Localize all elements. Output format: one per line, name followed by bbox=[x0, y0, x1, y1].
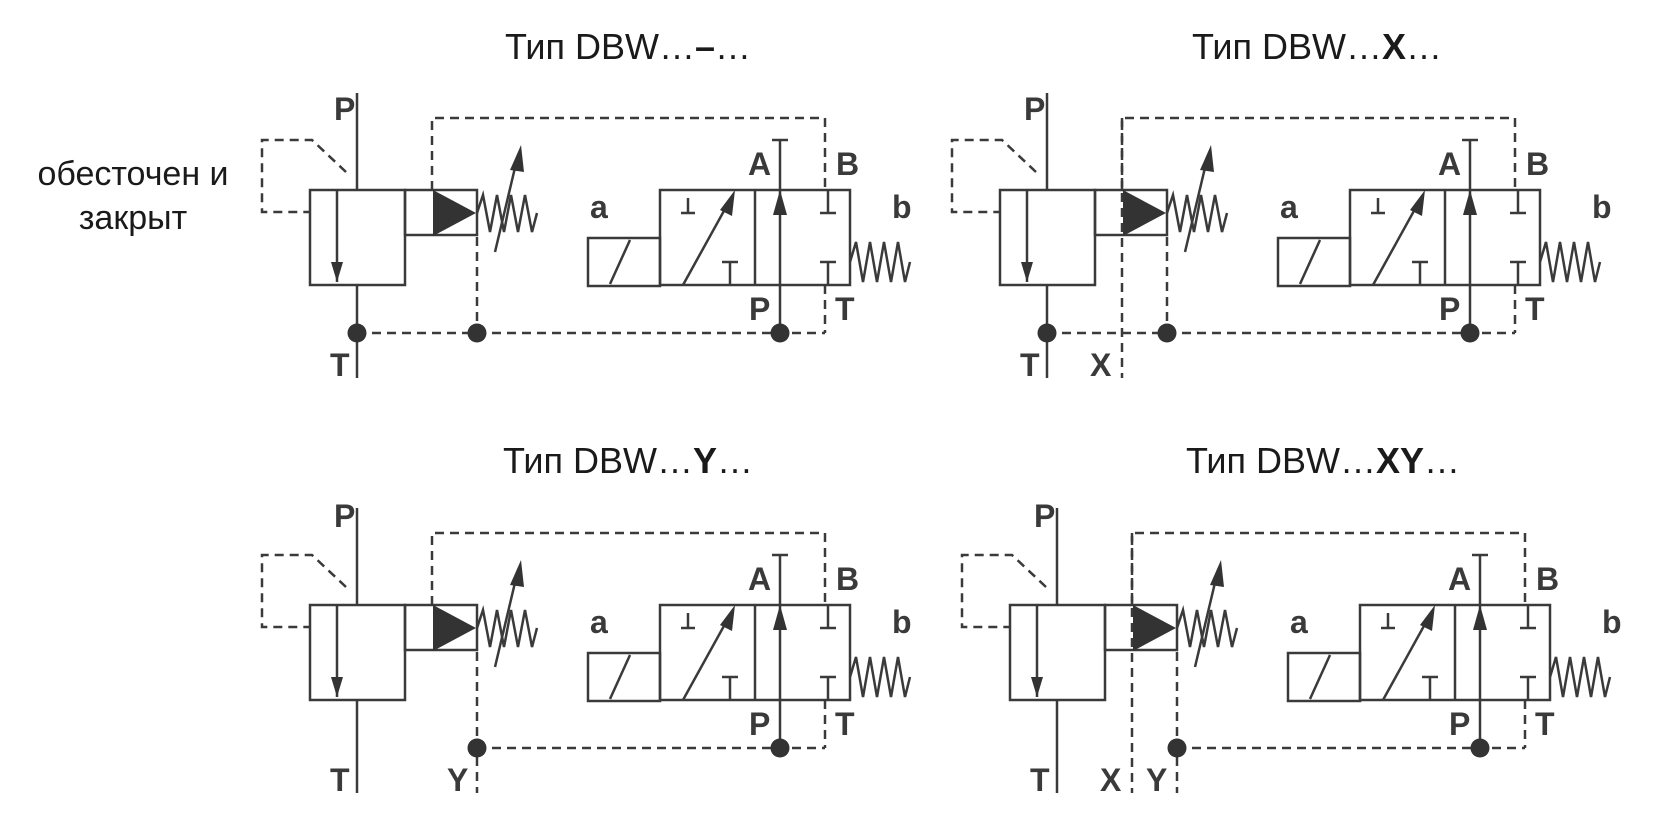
port-label-p: P bbox=[749, 291, 770, 327]
state-label-line1: обесточен и bbox=[37, 155, 229, 193]
port-label-t: T bbox=[330, 347, 350, 383]
port-label-p: P bbox=[1449, 706, 1470, 742]
title-prefix: Тип DBW… bbox=[503, 440, 694, 481]
port-label-a: A bbox=[748, 561, 771, 597]
spring-label: b bbox=[892, 604, 912, 640]
port-label-y: Y bbox=[1146, 762, 1167, 798]
state-label: обесточен и закрыт bbox=[28, 152, 238, 240]
port-label-b: B bbox=[1536, 561, 1559, 597]
spring-label: b bbox=[1602, 604, 1622, 640]
title-suffix: … bbox=[1424, 440, 1461, 481]
title-prefix: Тип DBW… bbox=[1186, 440, 1377, 481]
solenoid-label: a bbox=[590, 189, 608, 225]
title-prefix: Тип DBW… bbox=[1192, 26, 1383, 67]
spring-label: b bbox=[1592, 189, 1612, 225]
port-label-t: T bbox=[835, 706, 855, 742]
circuit-y: P T Y A B P T a b bbox=[260, 498, 912, 798]
title-type-dbw-standard: Тип DBW…–… bbox=[505, 26, 751, 68]
solenoid-label: a bbox=[590, 604, 608, 640]
state-label-line2: закрыт bbox=[78, 199, 188, 237]
title-suffix: … bbox=[717, 440, 754, 481]
port-label-t: T bbox=[330, 762, 350, 798]
port-label-y: Y bbox=[447, 762, 468, 798]
solenoid-label: a bbox=[1290, 604, 1308, 640]
port-label-a: A bbox=[1448, 561, 1471, 597]
port-label-p: P bbox=[334, 91, 355, 127]
title-code: – bbox=[695, 26, 716, 67]
solenoid-label: a bbox=[1280, 189, 1298, 225]
port-label-t: T bbox=[1030, 762, 1050, 798]
title-type-dbw-x: Тип DBW…X… bbox=[1192, 26, 1442, 68]
port-label-x: X bbox=[1100, 762, 1122, 798]
port-label-p: P bbox=[1024, 91, 1045, 127]
port-label-p: P bbox=[334, 498, 355, 534]
port-label-p: P bbox=[1439, 291, 1460, 327]
title-prefix: Тип DBW… bbox=[505, 26, 696, 67]
port-label-x: X bbox=[1090, 347, 1112, 383]
port-label-t: T bbox=[835, 291, 855, 327]
port-label-b: B bbox=[836, 146, 859, 182]
port-label-t: T bbox=[1535, 706, 1555, 742]
title-code: X bbox=[1382, 26, 1407, 67]
title-code: Y bbox=[693, 440, 718, 481]
circuit-standard: P T A B P T a b bbox=[260, 91, 912, 383]
title-code: XY bbox=[1376, 440, 1425, 481]
title-suffix: … bbox=[1406, 26, 1443, 67]
port-label-a: A bbox=[748, 146, 771, 182]
port-label-a: A bbox=[1438, 146, 1461, 182]
port-label-p: P bbox=[1034, 498, 1055, 534]
spring-label: b bbox=[892, 189, 912, 225]
title-type-dbw-y: Тип DBW…Y… bbox=[503, 440, 753, 482]
port-label-t: T bbox=[1525, 291, 1545, 327]
port-label-t: T bbox=[1020, 347, 1040, 383]
port-label-b: B bbox=[836, 561, 859, 597]
port-label-p: P bbox=[749, 706, 770, 742]
port-label-b: B bbox=[1526, 146, 1549, 182]
title-type-dbw-xy: Тип DBW…XY… bbox=[1186, 440, 1460, 482]
circuit-xy: P T X Y A B P T a b bbox=[960, 498, 1622, 798]
circuit-x: P T X A B P T a b bbox=[950, 91, 1612, 383]
title-suffix: … bbox=[715, 26, 752, 67]
